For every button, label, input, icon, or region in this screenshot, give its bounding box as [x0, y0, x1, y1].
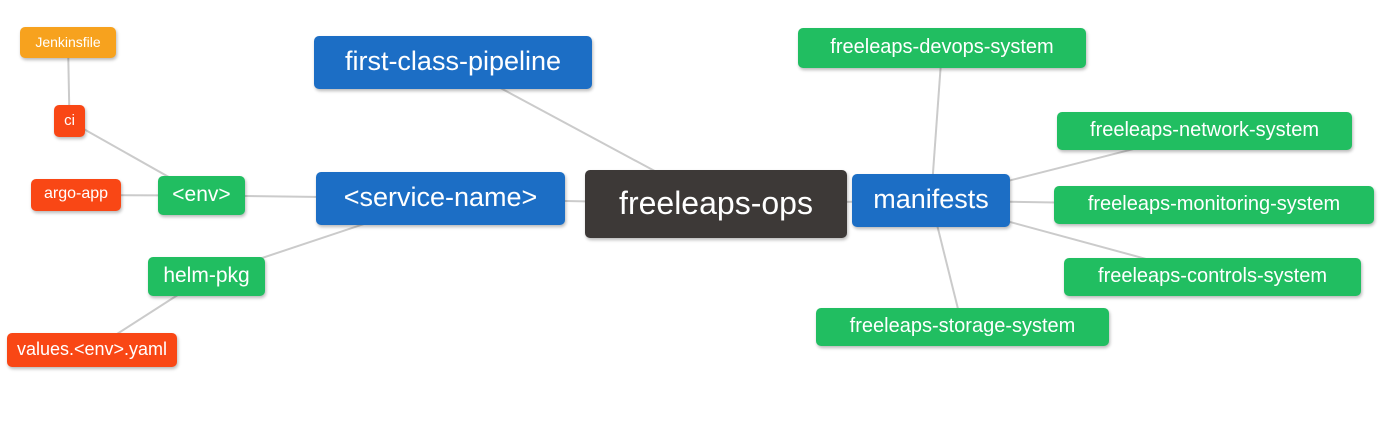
node-freeleaps-devops-system[interactable]: freeleaps-devops-system	[798, 28, 1086, 68]
node-label: Jenkinsfile	[35, 33, 101, 50]
node-values-env-yaml[interactable]: values.<env>.yaml	[7, 333, 177, 367]
node-label: freeleaps-monitoring-system	[1087, 193, 1341, 215]
node-freeleaps-ops[interactable]: freeleaps-ops	[585, 170, 847, 238]
node-label: values.<env>.yaml	[16, 339, 168, 359]
node-freeleaps-monitoring-system[interactable]: freeleaps-monitoring-system	[1054, 186, 1374, 224]
node-freeleaps-network-system[interactable]: freeleaps-network-system	[1057, 112, 1352, 150]
node-label: <env>	[172, 183, 231, 206]
node-ci[interactable]: ci	[54, 105, 85, 137]
node-label: helm-pkg	[163, 264, 250, 287]
node-freeleaps-controls-system[interactable]: freeleaps-controls-system	[1064, 258, 1361, 296]
node-jenkinsfile[interactable]: Jenkinsfile	[20, 27, 116, 58]
node-label: freeleaps-ops	[619, 185, 813, 221]
node-service-name[interactable]: <service-name>	[316, 172, 565, 225]
node-label: freeleaps-network-system	[1090, 119, 1319, 141]
node-label: freeleaps-storage-system	[849, 315, 1076, 337]
node-label: freeleaps-devops-system	[830, 36, 1054, 58]
node-label: freeleaps-controls-system	[1098, 265, 1327, 287]
node-label: first-class-pipeline	[344, 46, 562, 76]
node-argo-app[interactable]: argo-app	[31, 179, 121, 211]
node-label: ci	[64, 111, 75, 129]
node-helm-pkg[interactable]: helm-pkg	[148, 257, 265, 296]
node-label: <service-name>	[343, 182, 538, 212]
node-manifests[interactable]: manifests	[852, 174, 1010, 227]
node-freeleaps-storage-system[interactable]: freeleaps-storage-system	[816, 308, 1109, 346]
node-label: manifests	[873, 184, 989, 214]
node-first-class-pipeline[interactable]: first-class-pipeline	[314, 36, 592, 89]
node-label: argo-app	[43, 185, 109, 202]
node-env[interactable]: <env>	[158, 176, 245, 215]
